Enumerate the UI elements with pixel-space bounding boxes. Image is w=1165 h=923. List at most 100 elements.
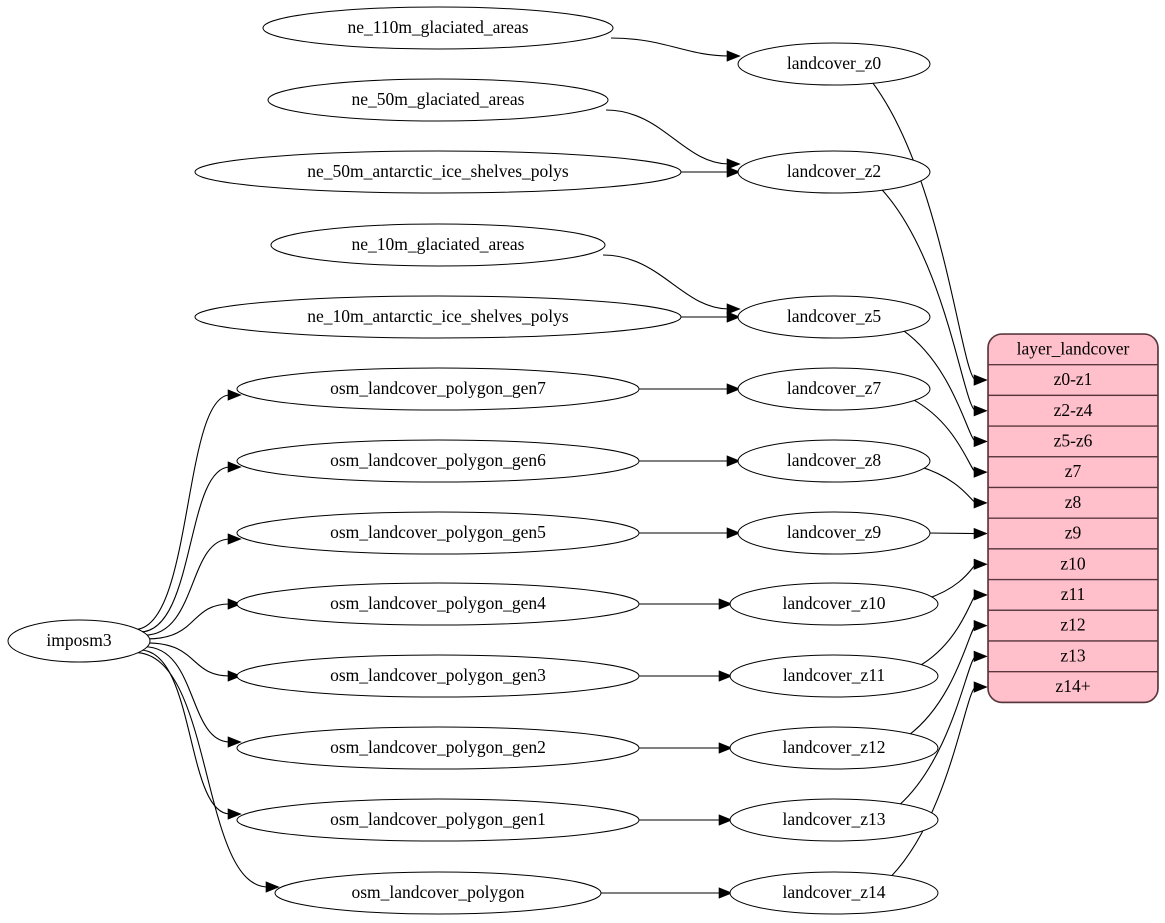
node-shape bbox=[274, 871, 602, 915]
table-row-z12[interactable]: z12 bbox=[988, 609, 1158, 642]
node-label: osm_landcover_polygon_gen2 bbox=[330, 737, 546, 757]
table-row-cell bbox=[988, 671, 1158, 703]
landcover-node-landcover_z7[interactable]: landcover_z7 bbox=[737, 367, 931, 411]
osm-node-osm_landcover_polygon_gen7[interactable]: osm_landcover_polygon_gen7 bbox=[236, 367, 640, 411]
node-label: osm_landcover_polygon_gen5 bbox=[330, 522, 546, 542]
node-label: landcover_z9 bbox=[787, 522, 882, 542]
osm-node-osm_landcover_polygon[interactable]: osm_landcover_polygon bbox=[274, 871, 602, 915]
table-outline bbox=[987, 333, 1159, 704]
edge-arrowhead bbox=[726, 383, 741, 395]
landcover-node-landcover_z5[interactable]: landcover_z5 bbox=[737, 295, 931, 339]
node-label: landcover_z12 bbox=[782, 737, 885, 757]
edge-arrowhead bbox=[726, 455, 741, 467]
edge-arrowhead bbox=[973, 435, 988, 448]
landcover-node-landcover_z10[interactable]: landcover_z10 bbox=[729, 582, 939, 626]
landcover-node-landcover_z11[interactable]: landcover_z11 bbox=[729, 654, 939, 698]
edge-arrowhead bbox=[718, 887, 733, 899]
node-label: osm_landcover_polygon_gen1 bbox=[330, 809, 546, 829]
table-row-z5-z6[interactable]: z5-z6 bbox=[988, 425, 1158, 458]
edge-arrowhead bbox=[227, 736, 242, 748]
osm-node-osm_landcover_polygon_gen1[interactable]: osm_landcover_polygon_gen1 bbox=[236, 798, 640, 842]
landcover-node-landcover_z8[interactable]: landcover_z8 bbox=[737, 439, 931, 483]
node-label: landcover_z10 bbox=[782, 593, 885, 613]
ne-node-ne_10m_glaciated_areas[interactable]: ne_10m_glaciated_areas bbox=[270, 223, 606, 267]
table-row-z9[interactable]: z9 bbox=[988, 517, 1158, 550]
node-shape bbox=[236, 582, 640, 626]
landcover-node-landcover_z13[interactable]: landcover_z13 bbox=[729, 798, 939, 842]
node-shape bbox=[729, 654, 939, 698]
node-label: osm_landcover_polygon_gen6 bbox=[330, 450, 546, 470]
edge-arrowhead bbox=[726, 527, 741, 539]
edge-arrowhead bbox=[973, 620, 988, 632]
node-label: osm_landcover_polygon_gen7 bbox=[330, 378, 546, 398]
node-label: ne_10m_antarctic_ice_shelves_polys bbox=[307, 306, 569, 326]
table-row-label: z14+ bbox=[1055, 676, 1090, 696]
edge-arrowhead bbox=[718, 598, 733, 610]
table-row-z7[interactable]: z7 bbox=[988, 456, 1158, 489]
node-shape bbox=[737, 295, 931, 339]
table-header-label: layer_landcover bbox=[1017, 338, 1130, 358]
table-row-label: z12 bbox=[1060, 615, 1085, 635]
table-row-label: z9 bbox=[1065, 523, 1082, 543]
edge-imposm3-to-osm_landcover_polygon_gen5 bbox=[144, 538, 231, 636]
node-label: ne_50m_glaciated_areas bbox=[352, 89, 525, 109]
edge-landcover_z2-to-row-z2-z4 bbox=[881, 188, 977, 412]
node-shape bbox=[267, 78, 609, 122]
edge-imposm3-to-osm_landcover_polygon_gen7 bbox=[134, 394, 231, 630]
node-shape bbox=[236, 439, 640, 483]
node-shape bbox=[737, 150, 931, 194]
node-label: landcover_z0 bbox=[787, 53, 882, 73]
landcover-node-landcover_z0[interactable]: landcover_z0 bbox=[737, 42, 931, 86]
landcover-node-landcover_z14[interactable]: landcover_z14 bbox=[729, 871, 939, 915]
ne-node-ne_110m_glaciated_areas[interactable]: ne_110m_glaciated_areas bbox=[262, 6, 614, 50]
table-row-label: z11 bbox=[1061, 584, 1086, 604]
edge-arrowhead bbox=[227, 461, 242, 473]
osm-node-osm_landcover_polygon_gen2[interactable]: osm_landcover_polygon_gen2 bbox=[236, 726, 640, 770]
osm-node-osm_landcover_polygon_gen4[interactable]: osm_landcover_polygon_gen4 bbox=[236, 582, 640, 626]
node-label: ne_50m_antarctic_ice_shelves_polys bbox=[307, 161, 569, 181]
table-row-z8[interactable]: z8 bbox=[988, 486, 1158, 519]
node-shape bbox=[236, 798, 640, 842]
ne-node-ne_50m_glaciated_areas[interactable]: ne_50m_glaciated_areas bbox=[267, 78, 609, 122]
node-shape bbox=[236, 726, 640, 770]
edge-arrowhead bbox=[973, 650, 988, 662]
table-row-z10[interactable]: z10 bbox=[988, 548, 1158, 581]
ne-node-ne_50m_antarctic_ice_shelves_polys[interactable]: ne_50m_antarctic_ice_shelves_polys bbox=[194, 150, 682, 194]
edge-arrowhead bbox=[726, 311, 741, 323]
table-row-z14+[interactable]: z14+ bbox=[988, 671, 1158, 703]
table-row-z2-z4[interactable]: z2-z4 bbox=[988, 394, 1158, 427]
edge-ne_10m_glaciated_areas-to-landcover_z5 bbox=[602, 254, 730, 310]
osm-node-osm_landcover_polygon_gen3[interactable]: osm_landcover_polygon_gen3 bbox=[236, 654, 640, 698]
node-label: landcover_z14 bbox=[782, 882, 885, 902]
table-row-cell bbox=[988, 456, 1158, 489]
source-node-imposm3[interactable]: imposm3 bbox=[7, 619, 151, 663]
edge-arrowhead bbox=[726, 50, 741, 62]
edge-landcover_z5-to-row-z5-z6 bbox=[902, 329, 977, 442]
table-row-z11[interactable]: z11 bbox=[988, 578, 1158, 611]
node-shape bbox=[737, 367, 931, 411]
edge-landcover_z9-to-row-z9 bbox=[927, 532, 977, 535]
node-shape bbox=[737, 511, 931, 555]
table-row-z13[interactable]: z13 bbox=[988, 640, 1158, 673]
ne-node-ne_10m_antarctic_ice_shelves_polys[interactable]: ne_10m_antarctic_ice_shelves_polys bbox=[194, 295, 682, 339]
edge-landcover_z12-to-row-z12 bbox=[908, 625, 977, 736]
node-shape bbox=[262, 6, 614, 50]
edge-arrowhead bbox=[265, 881, 280, 893]
edge-arrowhead bbox=[718, 670, 733, 682]
edge-arrowhead bbox=[718, 742, 733, 754]
table-row-z0-z1[interactable]: z0-z1 bbox=[988, 364, 1158, 397]
node-shape bbox=[236, 511, 640, 555]
landcover-node-landcover_z2[interactable]: landcover_z2 bbox=[737, 150, 931, 194]
landcover-node-landcover_z12[interactable]: landcover_z12 bbox=[729, 726, 939, 770]
node-shape bbox=[236, 367, 640, 411]
node-shape bbox=[194, 150, 682, 194]
node-label: osm_landcover_polygon bbox=[351, 882, 524, 902]
table-row-label: z8 bbox=[1065, 492, 1082, 512]
landcover-node-landcover_z9[interactable]: landcover_z9 bbox=[737, 511, 931, 555]
osm-node-osm_landcover_polygon_gen6[interactable]: osm_landcover_polygon_gen6 bbox=[236, 439, 640, 483]
osm-node-osm_landcover_polygon_gen5[interactable]: osm_landcover_polygon_gen5 bbox=[236, 511, 640, 555]
edge-arrowhead bbox=[227, 670, 242, 682]
